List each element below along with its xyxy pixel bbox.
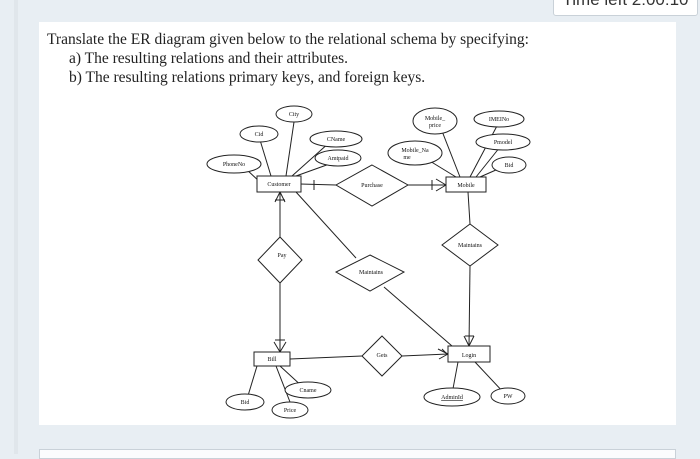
attr-cname-bill-ellipse bbox=[284, 381, 332, 399]
relationship-maintains-label-1: Maintains bbox=[359, 270, 384, 276]
relationship-pay-label: Pay bbox=[278, 253, 287, 259]
attr-adminid-ellipse bbox=[423, 387, 481, 407]
attr-pmodel-ellipse bbox=[475, 133, 531, 151]
attr-cid-ellipse bbox=[239, 125, 279, 143]
attr-city-label: City bbox=[289, 112, 299, 118]
question-item-a: a) The resulting relations and their att… bbox=[69, 50, 349, 67]
relationship-maintains-diamond-1 bbox=[334, 254, 406, 292]
relationship-purchase-label: Purchase bbox=[361, 183, 383, 189]
relationship-maintains-diamond-2 bbox=[441, 223, 499, 267]
entity-mobile-label: Mobile bbox=[457, 183, 475, 189]
attr-mobile-price-ellipse bbox=[412, 107, 458, 135]
attr-price-label: Price bbox=[284, 408, 297, 414]
attr-mobile-name-ellipse bbox=[387, 140, 443, 166]
entity-mobile-box bbox=[445, 176, 487, 193]
entity-bill-box bbox=[253, 351, 291, 367]
attr-adminid-label: AdminId bbox=[441, 395, 463, 401]
relationship-maintains-label-2: Maintains bbox=[458, 243, 483, 249]
attr-phoneno-label: PhoneNo bbox=[223, 162, 245, 168]
relationship-gets-label: Gets bbox=[377, 353, 389, 359]
question-panel: Translate the ER diagram given below to … bbox=[39, 22, 676, 425]
attr-bid-mobile-ellipse bbox=[491, 156, 527, 174]
attr-cname-label: CName bbox=[327, 137, 346, 143]
attr-pmodel-label: Pmodel bbox=[494, 140, 513, 146]
attr-bid-bill-label: Bid bbox=[241, 400, 250, 406]
attr-pw-ellipse bbox=[490, 387, 526, 405]
attr-cname-bill-label: Cname bbox=[300, 388, 317, 394]
relationship-gets-diamond bbox=[361, 335, 403, 377]
left-rail bbox=[14, 0, 18, 454]
entity-customer-box bbox=[256, 175, 302, 193]
entity-login-box bbox=[447, 345, 491, 363]
entity-customer-label: Customer bbox=[267, 182, 290, 188]
attr-city-ellipse bbox=[275, 105, 313, 123]
attr-imeino-ellipse bbox=[473, 110, 525, 128]
attr-mobile-price-label-2: price bbox=[429, 123, 441, 129]
attr-amtpaid-label: Amtpaid bbox=[328, 156, 349, 162]
attr-bid-bill-ellipse bbox=[225, 393, 265, 411]
attr-price-ellipse bbox=[271, 401, 309, 419]
attr-phoneno-ellipse bbox=[206, 154, 262, 174]
attr-imeino-label: IMEINo bbox=[489, 117, 509, 123]
timer-text: Time left 2:00:10 bbox=[563, 0, 689, 9]
question-item-b: b) The resulting relations primary keys,… bbox=[69, 69, 426, 86]
timer-box: Time left 2:00:10 bbox=[553, 0, 698, 16]
attr-amtpaid-ellipse bbox=[314, 149, 362, 167]
attr-bid-mobile-label: Bid bbox=[505, 163, 514, 169]
question-prompt: Translate the ER diagram given below to … bbox=[47, 30, 667, 87]
attr-mobile-price-label-1: Mobile_ bbox=[425, 116, 446, 122]
entity-bill-label: Bill bbox=[267, 357, 276, 363]
entity-login-label: Login bbox=[462, 353, 476, 359]
relationship-purchase-diamond bbox=[334, 164, 410, 207]
question-intro: Translate the ER diagram given below to … bbox=[47, 31, 529, 48]
attr-mobile-name-label-2: me bbox=[403, 155, 411, 161]
attr-cid-label: Cid bbox=[255, 132, 264, 138]
attr-pw-label: PW bbox=[504, 394, 513, 400]
attr-cname-ellipse bbox=[309, 130, 363, 148]
attr-mobile-name-label-1: Mobile_Na bbox=[401, 148, 429, 154]
relationship-pay-diamond bbox=[257, 236, 303, 284]
